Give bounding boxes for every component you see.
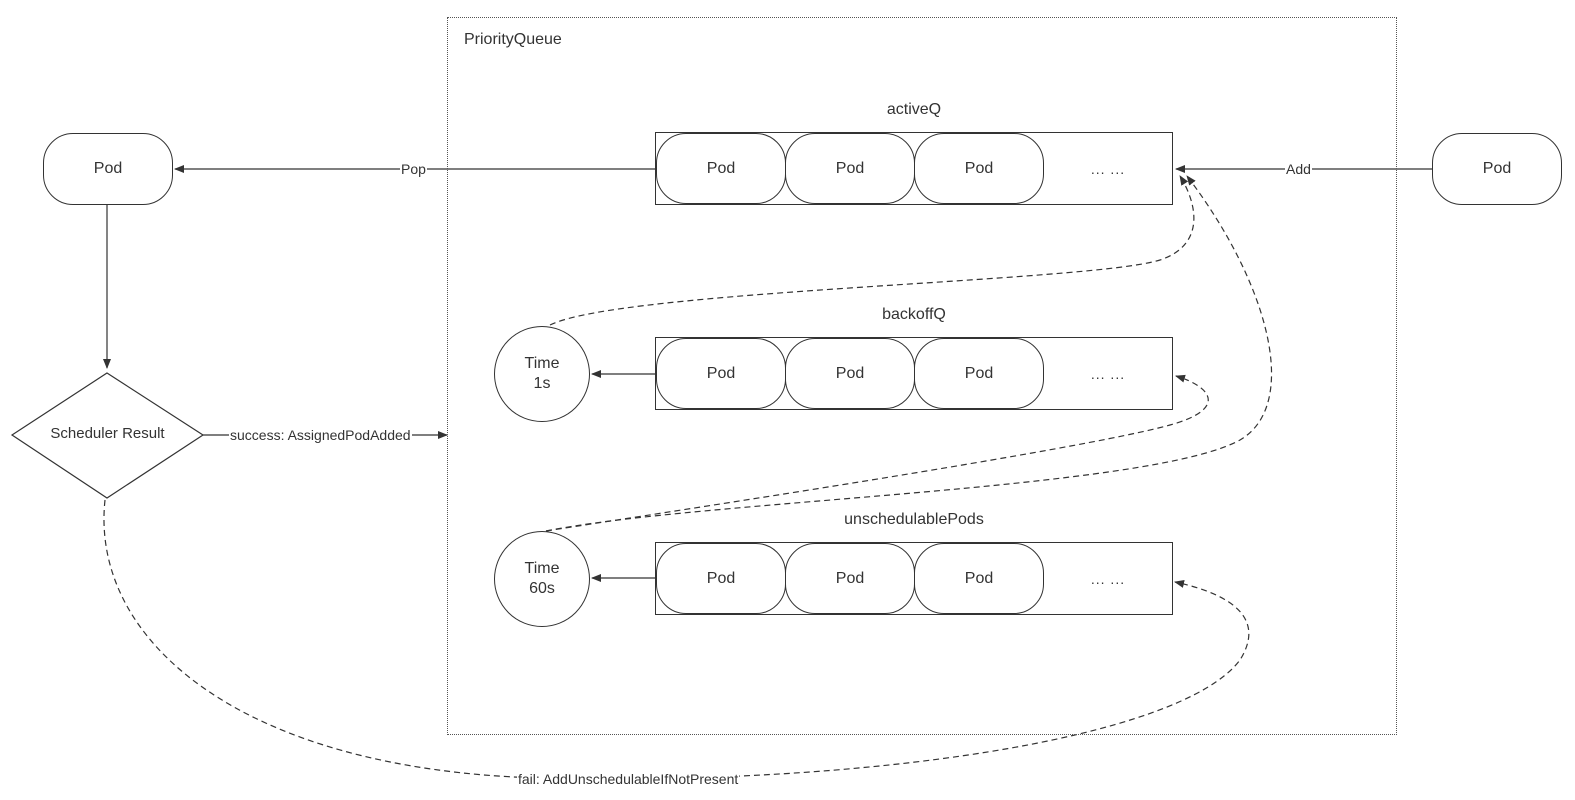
unschedulable-pod-3: Pod [914,543,1044,614]
success-label: success: AssignedPodAdded [229,427,412,443]
backoffq-ellipsis: ... ... [1090,365,1126,382]
unschedulable-ellipsis: ... ... [1090,570,1126,587]
unschedulable-timer: Time 60s [494,531,590,627]
activeq-box: Pod Pod Pod ... ... [655,132,1173,205]
unschedulable-pods-title: unschedulablePods [844,511,984,528]
activeq-pod-2: Pod [785,133,915,204]
activeq-pod-3: Pod [914,133,1044,204]
decision-diamond [10,372,205,499]
priority-queue-frame [447,17,1397,735]
backoffq-pod-3: Pod [914,338,1044,409]
unschedulable-timer-to-activeq-edge [545,175,1273,532]
unschedulable-timer-line2: 60s [529,580,555,597]
pop-label: Pop [400,161,427,177]
unschedulable-pod-1: Pod [656,543,786,614]
popped-pod: Pod [43,133,173,205]
backoffq-title: backoffQ [882,306,946,323]
activeq-ellipsis: ... ... [1090,160,1126,177]
activeq-title: activeQ [886,101,942,118]
backoff-timer-line2: 1s [533,375,551,392]
fail-label: fail: AddUnschedulableIfNotPresent [517,771,740,787]
backoff-timer: Time 1s [494,326,590,422]
backoffq-pod-1: Pod [656,338,786,409]
backoffq-pod-2: Pod [785,338,915,409]
backoffq-box: Pod Pod Pod ... ... [655,337,1173,410]
scheduler-result-label: Scheduler Result [50,425,165,442]
activeq-pod-1: Pod [656,133,786,204]
add-label: Add [1285,161,1312,177]
unschedulable-pod-2: Pod [785,543,915,614]
unschedulable-pods-box: Pod Pod Pod ... ... [655,542,1173,615]
fail-edge [103,499,1250,780]
priority-queue-title: PriorityQueue [464,31,562,48]
unschedulable-timer-to-backoffq-edge [545,374,1209,532]
backoff-timer-line1: Time [524,355,560,372]
unschedulable-timer-line1: Time [524,560,560,577]
incoming-pod: Pod [1432,133,1562,205]
